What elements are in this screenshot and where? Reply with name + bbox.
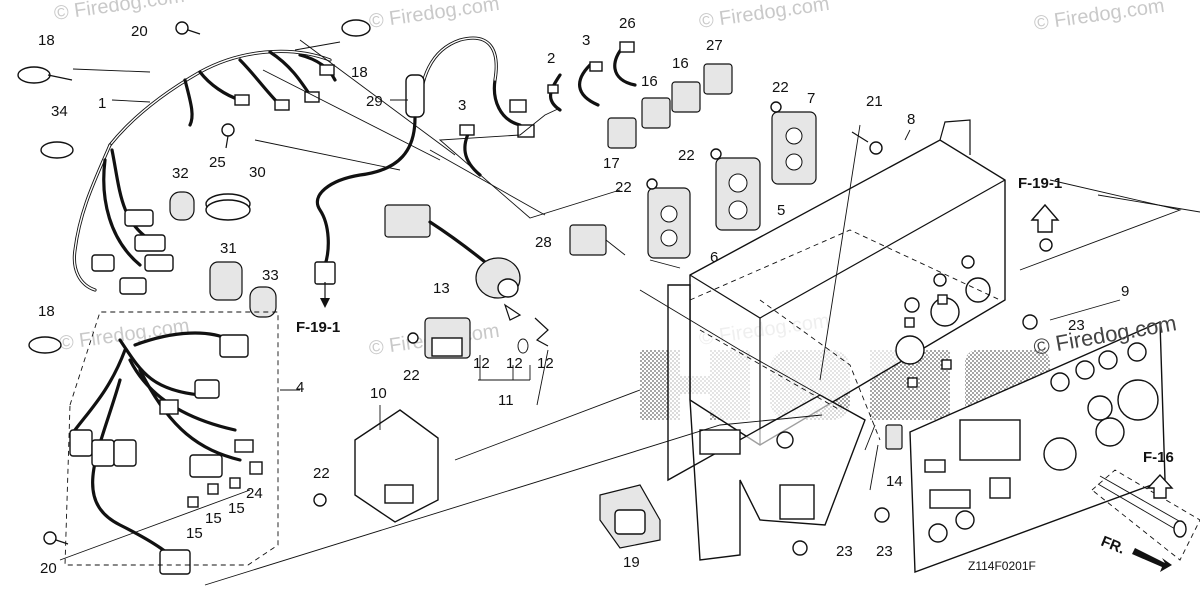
cover-19 (599, 484, 661, 549)
part-label-19: 19 (623, 554, 640, 571)
part-label-10: 10 (370, 385, 387, 402)
part-label-12: 12 (473, 355, 490, 372)
watermark-text: © Firedog.com (1033, 0, 1166, 35)
part-label-29: 29 (366, 93, 383, 110)
switch-14 (885, 424, 903, 450)
part-label-22: 22 (615, 179, 632, 196)
part-label-27: 27 (706, 37, 723, 54)
part-label-1: 1 (98, 95, 106, 112)
part-label-2: 2 (547, 50, 555, 67)
part-label-24: 24 (246, 485, 263, 502)
part-label-7: 7 (807, 90, 815, 107)
screws-f16 (1091, 469, 1200, 561)
breaker-switches (607, 63, 733, 149)
part-label-16: 16 (672, 55, 689, 72)
main-wire-harness (72, 49, 337, 295)
part-label-12: 12 (506, 355, 523, 372)
receptacles (646, 101, 817, 259)
part-label-15: 15 (205, 510, 222, 527)
sub-harness-4 (64, 311, 279, 575)
part-label-31: 31 (220, 240, 237, 257)
reference-arrows (320, 203, 1174, 572)
part-label-8: 8 (907, 111, 915, 128)
part-label-3: 3 (458, 97, 466, 114)
part-label-28: 28 (535, 234, 552, 251)
part-label-33: 33 (262, 267, 279, 284)
part-label-32: 32 (172, 165, 189, 182)
part-numbers: 1 2 3 3 4 5 6 7 8 9 10 11 12 12 12 13 14… (38, 15, 1129, 577)
part-label-4: 4 (296, 379, 304, 396)
watermark-text: © Firedog.com (698, 0, 831, 33)
watermark-text: © Firedog.com (53, 0, 186, 25)
part-label-18: 18 (38, 303, 55, 320)
control-box-10 (354, 409, 439, 523)
part-label-21: 21 (866, 93, 883, 110)
part-label-3: 3 (582, 32, 590, 49)
ref-label-f19-1: F-19-1 (296, 319, 340, 336)
part-label-20: 20 (40, 560, 57, 577)
part-label-16: 16 (641, 73, 658, 90)
part-label-5: 5 (777, 202, 785, 219)
part-label-30: 30 (249, 164, 266, 181)
ref-label-f19-1: F-19-1 (1018, 175, 1062, 192)
part-label-23: 23 (836, 543, 853, 560)
part-label-18: 18 (38, 32, 55, 49)
plug-assembly-11 (384, 204, 549, 354)
front-direction-label: FR. (1099, 533, 1128, 558)
part-label-12: 12 (537, 355, 554, 372)
outlet-13 (407, 317, 471, 359)
grommets (169, 191, 277, 318)
part-label-13: 13 (433, 280, 450, 297)
part-label-34: 34 (51, 103, 68, 120)
part-label-11: 11 (498, 392, 514, 409)
switch-28 (569, 224, 607, 256)
part-label-14: 14 (886, 473, 903, 490)
part-label-23: 23 (1068, 317, 1085, 334)
part-label-23: 23 (876, 543, 893, 560)
part-label-17: 17 (603, 155, 620, 172)
part-label-22: 22 (403, 367, 420, 384)
diagram-code: Z114F0201F (968, 559, 1036, 573)
watermark-text: © Firedog.com (368, 0, 501, 33)
part-label-22: 22 (772, 79, 789, 96)
ref-label-f16: F-16 (1143, 449, 1174, 466)
part-label-6: 6 (710, 249, 718, 266)
part-label-20: 20 (131, 23, 148, 40)
part-label-22: 22 (678, 147, 695, 164)
part-label-9: 9 (1121, 283, 1129, 300)
part-label-18: 18 (351, 64, 368, 81)
leader-lines (59, 39, 1200, 586)
front-panel-9 (909, 320, 1166, 573)
part-label-26: 26 (619, 15, 636, 32)
part-label-25: 25 (209, 154, 226, 171)
cable-clamps (17, 19, 371, 354)
bolts (43, 21, 1053, 556)
sub-wire-harness-29 (314, 36, 535, 285)
part-label-22: 22 (313, 465, 330, 482)
part-label-15: 15 (186, 525, 203, 542)
panel-rear-plate (667, 229, 1001, 561)
part-label-15: 15 (228, 500, 245, 517)
